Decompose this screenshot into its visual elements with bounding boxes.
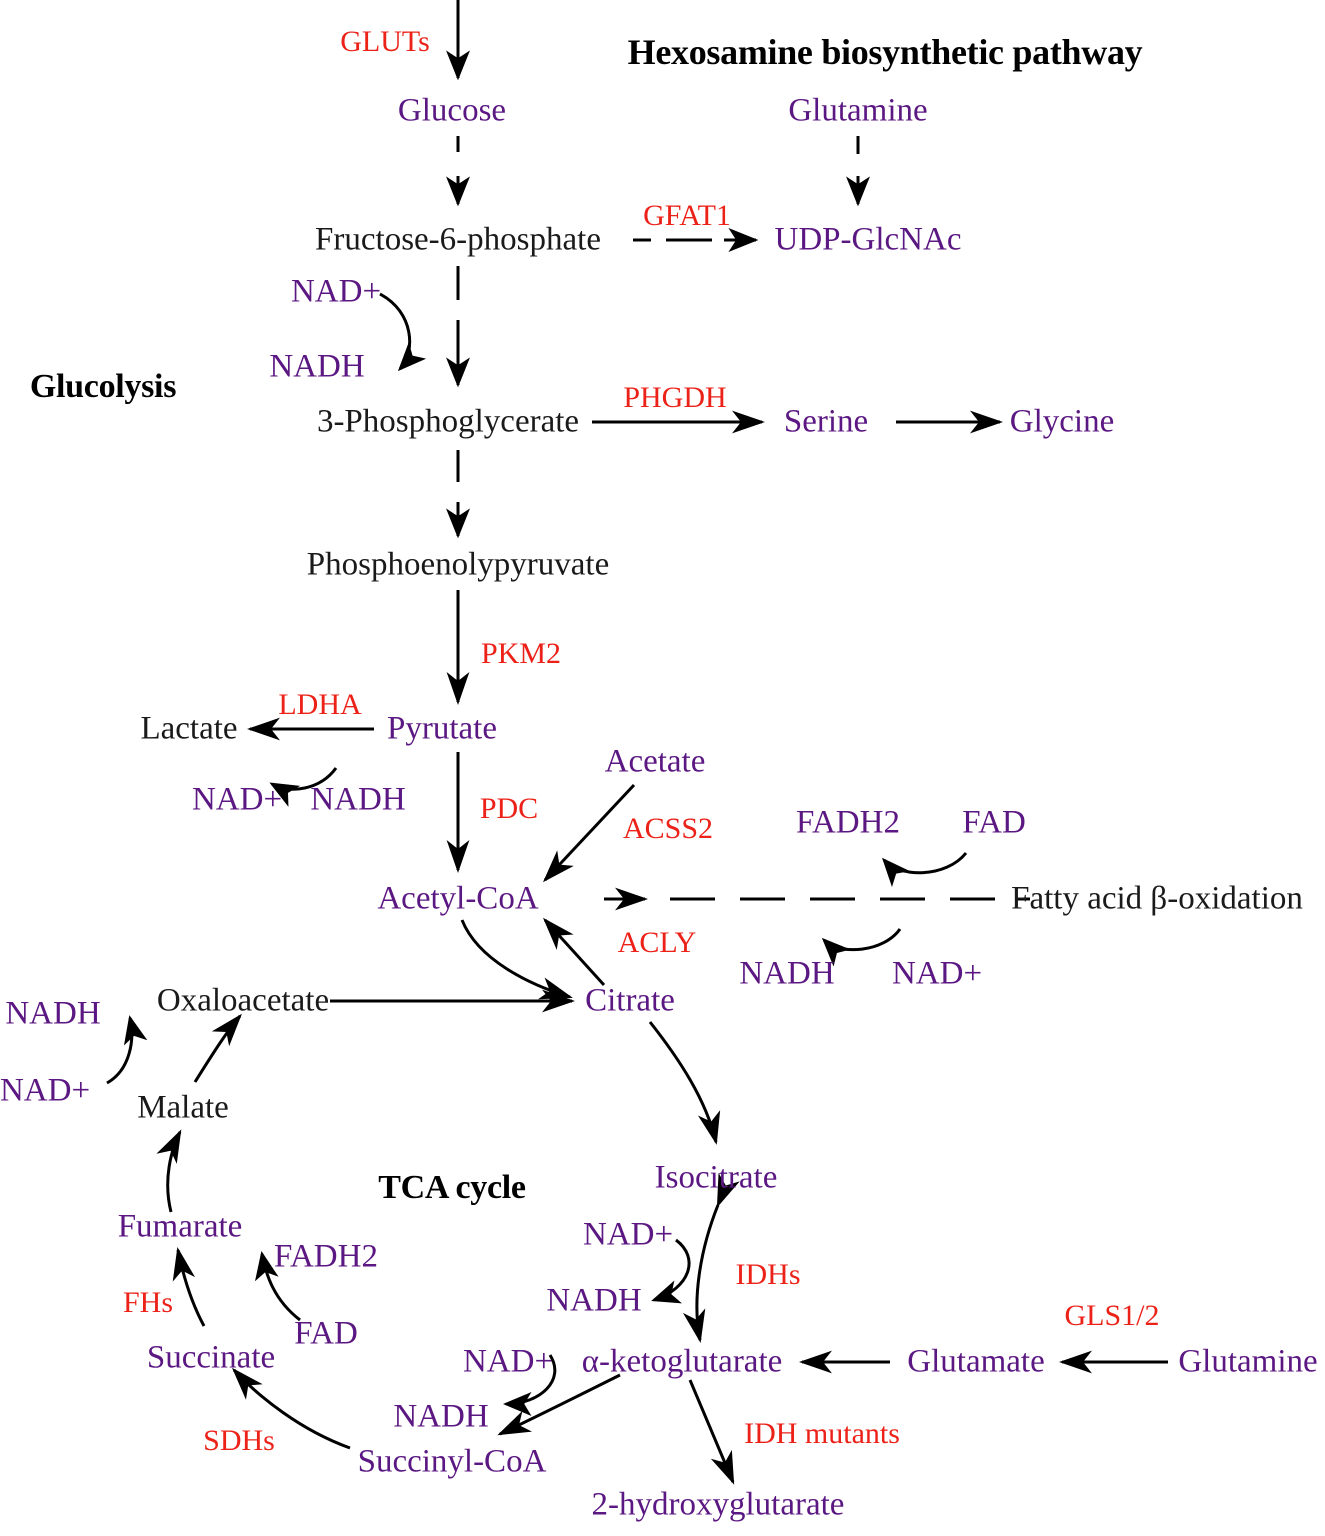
metabolite-isocitrate: Isocitrate bbox=[654, 1159, 778, 1196]
metabolite-glutamate: Glutamate bbox=[907, 1343, 1045, 1380]
enzyme-gfat1: GFAT1 bbox=[643, 199, 731, 232]
metabolite-nadh-glycolysis: NADH bbox=[269, 348, 365, 385]
metabolite-acetyl-coa: Acetyl-CoA bbox=[377, 880, 539, 917]
metabolite-nadh-idh: NADH bbox=[546, 1282, 642, 1319]
arrow-citrate-to-isocitrate bbox=[648, 1021, 721, 1145]
arrow-citrate-to-acetylcoa bbox=[542, 917, 606, 987]
enzyme-fhs: FHs bbox=[122, 1286, 174, 1319]
metabolite-nadh-malate: NADH bbox=[5, 995, 101, 1032]
metabolite-alpha-ketoglutarate: α-ketoglutarate bbox=[581, 1343, 783, 1380]
arrow-akg-to-succinylcoa bbox=[497, 1373, 621, 1436]
metabolite-fumarate: Fumarate bbox=[117, 1208, 243, 1245]
arrow-isocitrate-to-akg bbox=[682, 1172, 740, 1343]
metabolite-udp-glcnac: UDP-GlcNAc bbox=[774, 221, 962, 258]
enzyme-idh-mutants: IDH mutants bbox=[744, 1417, 900, 1450]
metabolite-malate: Malate bbox=[137, 1089, 229, 1126]
metabolite-nadplus-succinyl: NAD+ bbox=[462, 1343, 554, 1380]
metabolite-acetate: Acetate bbox=[604, 743, 706, 780]
metabolite-nadplus-glycolysis: NAD+ bbox=[290, 273, 382, 310]
heading-hexosamine-pathway: Hexosamine biosynthetic pathway bbox=[627, 32, 1143, 72]
metabolite-nadplus-fao: NAD+ bbox=[891, 955, 983, 992]
metabolite-glycine: Glycine bbox=[1009, 403, 1115, 440]
metabolite-fad-fao: FAD bbox=[962, 804, 1026, 841]
enzyme-sdhs: SDHs bbox=[203, 1424, 275, 1457]
metabolite-phosphoenolpyruvate: Phosphoenolypyruvate bbox=[306, 546, 610, 583]
metabolite-nadplus-malate: NAD+ bbox=[0, 1072, 91, 1109]
metabolite-2-hydroxyglutarate: 2-hydroxyglutarate bbox=[591, 1486, 845, 1523]
enzyme-phgdh: PHGDH bbox=[623, 381, 727, 414]
metabolite-fatty-acid-beta-oxidation: Fatty acid β-oxidation bbox=[1011, 880, 1303, 917]
heading-glycolysis: Glucolysis bbox=[29, 368, 177, 405]
metabolite-nadh-lactate: NADH bbox=[310, 781, 406, 818]
arrow-malate-to-oxaloacetate bbox=[193, 1013, 242, 1083]
metabolite-succinate: Succinate bbox=[146, 1339, 276, 1376]
metabolite-succinyl-coa: Succinyl-CoA bbox=[357, 1443, 547, 1480]
metabolite-3-phosphoglycerate: 3-Phosphoglycerate bbox=[316, 403, 580, 440]
enzyme-pdc: PDC bbox=[479, 792, 539, 825]
metabolite-nadh-fao: NADH bbox=[739, 955, 835, 992]
enzyme-acss2: ACSS2 bbox=[622, 812, 714, 845]
metabolite-serine: Serine bbox=[783, 403, 869, 440]
enzyme-gluts: GLUTs bbox=[340, 25, 430, 58]
arrow-acetate-to-acetylcoa bbox=[542, 783, 636, 883]
arrow-succinate-to-fumarate bbox=[172, 1247, 206, 1327]
enzyme-ldha: LDHA bbox=[278, 688, 362, 721]
arrow-nadplus-to-nadh-malate bbox=[106, 1015, 148, 1085]
metabolite-fad-sdh: FAD bbox=[294, 1315, 358, 1352]
arrow-akg-to-2hg bbox=[688, 1379, 735, 1485]
metabolite-pyruvate: Pyrutate bbox=[387, 710, 497, 747]
arrow-fad-to-fadh2 bbox=[882, 852, 968, 888]
metabolite-nadh-succinyl: NADH bbox=[393, 1398, 489, 1435]
enzyme-pkm2: PKM2 bbox=[480, 637, 562, 670]
metabolite-nadplus-idh: NAD+ bbox=[582, 1216, 674, 1253]
metabolite-nadplus-lactate: NAD+ bbox=[191, 781, 283, 818]
enzyme-acly: ACLY bbox=[617, 926, 697, 959]
metabolite-fadh2-fao: FADH2 bbox=[796, 804, 900, 841]
metabolite-glutamine-bottom: Glutamine bbox=[1178, 1343, 1318, 1380]
metabolite-oxaloacetate: Oxaloacetate bbox=[156, 982, 330, 1019]
arrow-nadplus-to-nadh-fao bbox=[821, 928, 902, 967]
metabolite-glutamine-top: Glutamine bbox=[788, 92, 928, 129]
metabolite-citrate: Citrate bbox=[585, 982, 675, 1019]
enzyme-idhs: IDHs bbox=[735, 1258, 801, 1291]
arrow-nadplus-to-nadh-glycolysis bbox=[379, 292, 427, 372]
arrow-acetylcoa-to-citrate bbox=[460, 919, 573, 1000]
metabolite-fructose-6-phosphate: Fructose-6-phosphate bbox=[315, 221, 601, 258]
arrow-fumarate-to-malate bbox=[156, 1129, 182, 1213]
heading-tca-cycle: TCA cycle bbox=[378, 1169, 526, 1206]
metabolite-lactate: Lactate bbox=[140, 710, 238, 747]
enzyme-gls12: GLS1/2 bbox=[1064, 1299, 1160, 1332]
metabolite-fadh2-sdh: FADH2 bbox=[274, 1238, 378, 1275]
metabolite-glucose: Glucose bbox=[397, 92, 507, 129]
